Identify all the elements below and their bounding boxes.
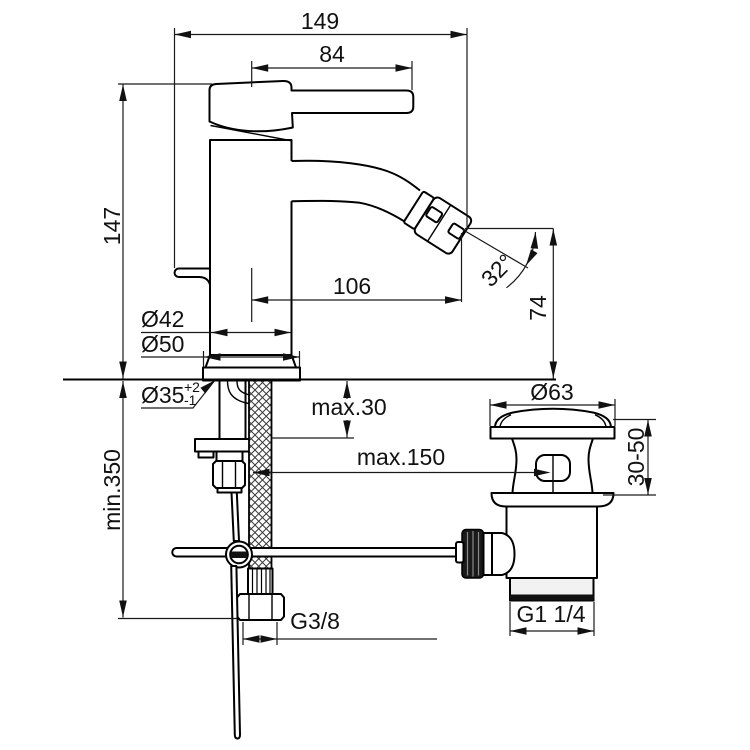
dim-arrow: [119, 84, 127, 101]
dim-84-line: [251, 61, 413, 90]
coupling-nose: [491, 532, 516, 576]
aerator-clip-1: [425, 206, 444, 224]
hose-corrugation: [247, 567, 274, 595]
dim-arrow: [549, 361, 558, 378]
dim-arrow: [598, 401, 615, 409]
dim-max30-label: max.30: [311, 394, 386, 420]
waste-dome-rim-arcs: [499, 414, 607, 428]
dim-35-label: Ø35: [141, 382, 184, 408]
coupling-band: [482, 532, 493, 576]
dim-35-tol-minus: -1: [184, 392, 197, 408]
hose-bend-2: [236, 380, 250, 396]
popup-rod-hook: [173, 267, 213, 294]
dim-g38-line: [242, 622, 437, 645]
vertical-pull-rod: [230, 565, 242, 740]
rod-end-flange: [455, 541, 465, 564]
dim-147-line: [118, 83, 212, 379]
dimension-labels: 149 84 147 min.350 Ø42 Ø50 Ø35 +2 -1 106…: [99, 8, 649, 634]
waste-thread-end-band: [510, 594, 594, 601]
dim-arrow: [119, 381, 127, 398]
waste-top-flange: [489, 426, 616, 440]
dim-arrow: [260, 635, 277, 643]
dim-arrow: [522, 249, 538, 268]
rod-adjuster-slot: [231, 551, 247, 558]
dim-g38-label: G3/8: [290, 608, 340, 634]
spout-bottom-edge: [291, 199, 406, 223]
bracket-tab: [197, 450, 215, 459]
dim-arrow: [251, 64, 269, 72]
nut-collar: [216, 487, 243, 494]
dim-32-label: 32°: [476, 249, 519, 292]
waste-lower-body: [505, 505, 598, 579]
dim-63-label: Ø63: [530, 379, 573, 405]
rod-housing: [230, 491, 240, 542]
waste-dome-cap: [494, 407, 612, 428]
dim-arrow: [530, 231, 540, 249]
popup-linkage-rod: [171, 547, 460, 558]
handle-cap-and-lever: [208, 79, 415, 133]
dim-min350-label: min.350: [99, 449, 125, 531]
dim-g114-label: G1 1/4: [516, 601, 585, 627]
dim-min350-line: [118, 381, 237, 620]
dim-arrow: [174, 30, 191, 39]
dim-arrow: [119, 600, 127, 617]
dim-arrow: [577, 627, 594, 635]
spout-top-edge: [291, 159, 421, 192]
waste-lower-flange: [490, 492, 615, 508]
bracket-collar: [215, 450, 244, 462]
dim-3050-label: 30-50: [623, 428, 649, 487]
dim-32-slant: [462, 228, 529, 269]
dim-arrow: [490, 401, 507, 409]
dim-35-tol-plus: +2: [184, 379, 200, 395]
fixing-nut-facets: [221, 461, 237, 488]
dim-106-line: [251, 233, 463, 322]
dim-147-label: 147: [99, 207, 125, 245]
aerator-split-line: [427, 204, 452, 242]
faucet-body-fill: [210, 140, 292, 355]
dim-arrow: [445, 296, 462, 304]
dim-arrow: [450, 30, 467, 39]
faucet-body-outline: [209, 139, 293, 356]
dim-63-line: [489, 399, 616, 426]
dim-arrow: [549, 229, 558, 246]
dim-arrow: [510, 627, 527, 635]
dim-arrow: [395, 64, 412, 72]
handle-rim-line: [210, 124, 293, 142]
dim-arrow: [243, 635, 260, 643]
dim-max150-label: max.150: [357, 444, 445, 470]
dim-50-label: Ø50: [141, 331, 184, 357]
corrugation-ribs: [251, 569, 271, 593]
dim-42-label: Ø42: [141, 306, 184, 332]
dimension-linework: [118, 28, 656, 645]
dim-149-label: 149: [301, 8, 339, 34]
fixing-nut: [212, 460, 246, 489]
dim-74-line: [465, 227, 554, 379]
below-deck-assembly: [171, 379, 460, 740]
hose-bend-1: [226, 380, 250, 405]
faucet-mixer: [173, 79, 473, 382]
dim-149-line: [173, 28, 468, 268]
popup-waste-assembly: [455, 407, 616, 602]
spout-fill: [289, 160, 420, 222]
knurl-streaks: [466, 531, 480, 577]
supply-nut-facets: [248, 594, 273, 620]
supply-nut-g38: [236, 593, 285, 621]
dim-84-label: 84: [319, 41, 345, 67]
dim-arrow: [119, 361, 127, 378]
dim-74-label: 74: [525, 295, 551, 321]
dim-arrow: [343, 420, 351, 437]
dim-106-label: 106: [333, 273, 371, 299]
